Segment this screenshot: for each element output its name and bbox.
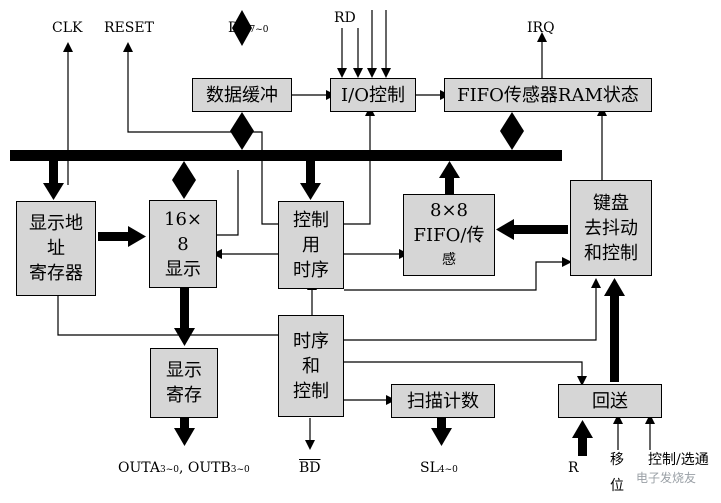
timing-and-control-line-3: 控制 bbox=[293, 380, 329, 402]
diamond-buffer-bus bbox=[230, 112, 254, 150]
fifo-8x8-sensor-line-2: FIFO/传 bbox=[413, 224, 485, 246]
control-timing-line-2: 用 bbox=[302, 234, 320, 256]
db-label-main: DB bbox=[228, 20, 250, 36]
outb-label-main: , OUTB bbox=[178, 460, 231, 476]
thick-arrowhead-kbd-fifo bbox=[496, 219, 514, 240]
scan-counter-label: 扫描计数 bbox=[407, 390, 479, 412]
diamond-ram-bus bbox=[500, 112, 524, 150]
arrowhead-control bbox=[645, 414, 655, 424]
bd-label: BD bbox=[299, 460, 321, 476]
return-loop-block: 回送 bbox=[558, 384, 662, 418]
timing-and-control-block: 时序 和 控制 bbox=[278, 315, 344, 417]
diamond-db bbox=[232, 10, 252, 46]
display-register-block: 显示 寄存 bbox=[150, 348, 218, 418]
timing-and-control-line-1: 时序 bbox=[293, 330, 329, 352]
wire-tc-kbd bbox=[344, 261, 566, 291]
shift-label-bottom: 位 bbox=[610, 478, 624, 494]
keyboard-debounce-control-line-1: 键盘 bbox=[593, 192, 629, 214]
thick-arrowhead-fifo-up bbox=[439, 161, 460, 178]
wires bbox=[57, 10, 651, 450]
fifo-sensor-ram-status-block: FIFO传感器RAM状态 bbox=[444, 78, 652, 112]
thick-arrowhead-ctl bbox=[300, 183, 321, 200]
outa-label-sub: 3~0 bbox=[159, 465, 179, 475]
shift-label-top: 移 bbox=[610, 452, 624, 468]
arrowhead-bd bbox=[305, 440, 315, 450]
data-buffer-block: 数据缓冲 bbox=[192, 78, 292, 112]
display-16x8-line-2: 8 bbox=[177, 233, 189, 255]
wire-tc-kbd2 bbox=[344, 283, 597, 341]
arrowhead-reset bbox=[123, 42, 133, 52]
display-address-register-line-2: 址 bbox=[47, 238, 65, 259]
fifo-8x8-sensor-line-1: 8×8 bbox=[430, 199, 468, 221]
diamond-bus-display bbox=[172, 161, 196, 199]
thick-arrows bbox=[43, 161, 625, 456]
arrowhead-rd-1 bbox=[337, 68, 347, 78]
scan-counter-block: 扫描计数 bbox=[391, 384, 495, 418]
arrowhead-timing-display bbox=[212, 249, 222, 259]
return-loop-label: 回送 bbox=[592, 390, 628, 412]
reset-label: RESET bbox=[104, 20, 154, 36]
clk-label: CLK bbox=[52, 20, 83, 36]
fifo-8x8-sensor-block: 8×8 FIFO/传 感 bbox=[403, 194, 495, 276]
sl-label-main: SL bbox=[420, 460, 439, 476]
irq-label: IRQ bbox=[527, 20, 555, 36]
display-16x8-line-3: 显示 bbox=[165, 258, 201, 280]
io-control-block: I/O控制 bbox=[330, 78, 416, 112]
bidirectional-diamonds bbox=[172, 10, 524, 199]
outb-label-sub: 3~0 bbox=[230, 465, 250, 475]
display-16x8-block: 16× 8 显示 bbox=[149, 200, 217, 288]
data-buffer-label: 数据缓冲 bbox=[206, 84, 278, 106]
display-address-register-line-1: 显示地 bbox=[29, 213, 83, 234]
thick-arrowhead-outa bbox=[174, 428, 195, 446]
keyboard-debounce-control-line-3: 和控制 bbox=[584, 242, 638, 264]
arrowhead-rd-3 bbox=[367, 68, 377, 78]
arrowhead-clk bbox=[63, 42, 73, 52]
control-timing-line-1: 控制 bbox=[293, 209, 329, 231]
display-address-register-line-3: 寄存器 bbox=[29, 263, 83, 284]
outa-outb-label: OUTA3~0, OUTB3~0 bbox=[118, 460, 250, 478]
arrowheads bbox=[63, 32, 655, 450]
thick-arrowhead-r bbox=[572, 420, 593, 438]
arrowhead-shift bbox=[613, 414, 623, 424]
wire-io-control bbox=[344, 112, 371, 225]
sl-label: SL4~0 bbox=[420, 460, 458, 478]
display-register-line-1: 显示 bbox=[166, 360, 202, 381]
thick-arrowhead-disp-reg bbox=[174, 328, 195, 346]
thick-arrowhead-return-kbd bbox=[604, 278, 625, 296]
arrowhead-tc-kbd2 bbox=[591, 278, 601, 288]
watermark: 电子发烧友 bbox=[636, 471, 697, 485]
wire-addr-loop bbox=[57, 296, 278, 336]
arrowhead-rd-2 bbox=[353, 68, 363, 78]
control-timing-line-3: 时序 bbox=[293, 259, 329, 281]
keyboard-debounce-control-block: 键盘 去抖动 和控制 bbox=[570, 180, 652, 276]
wire-reset bbox=[127, 50, 278, 225]
arrowhead-rd-4 bbox=[381, 68, 391, 78]
io-control-label: I/O控制 bbox=[341, 84, 405, 106]
timing-and-control-line-2: 和 bbox=[302, 355, 320, 377]
db-label-sub: 7~0 bbox=[249, 25, 269, 35]
outa-label-main: OUTA bbox=[118, 460, 160, 476]
wire-tc-loop bbox=[344, 361, 583, 376]
sl-label-sub: 4~0 bbox=[438, 465, 458, 475]
db-label: DB7~0 bbox=[228, 20, 269, 38]
keyboard-debounce-control-line-2: 去抖动 bbox=[584, 217, 638, 239]
thick-arrowhead-addr-disp bbox=[128, 226, 146, 247]
thick-arrowhead-sl bbox=[431, 428, 452, 446]
arrowhead-irq bbox=[537, 32, 547, 42]
rd-label: RD bbox=[334, 10, 356, 26]
display-16x8-line-1: 16× bbox=[164, 208, 202, 230]
arrowhead-tc-kbd bbox=[562, 257, 572, 267]
main-data-bus bbox=[10, 150, 562, 161]
display-register-line-2: 寄存 bbox=[166, 385, 202, 406]
arrowhead-tc-loop bbox=[577, 376, 587, 386]
fifo-sensor-ram-status-label: FIFO传感器RAM状态 bbox=[457, 84, 639, 106]
control-strobe-label: 控制/选通 bbox=[648, 452, 709, 468]
thick-arrowhead-addr bbox=[43, 183, 64, 200]
control-timing-block: 控制 用 时序 bbox=[278, 201, 344, 289]
fifo-8x8-sensor-line-3: 感 bbox=[442, 251, 456, 268]
r-input-label: R bbox=[568, 460, 579, 476]
display-address-register-block: 显示地 址 寄存器 bbox=[16, 201, 96, 296]
